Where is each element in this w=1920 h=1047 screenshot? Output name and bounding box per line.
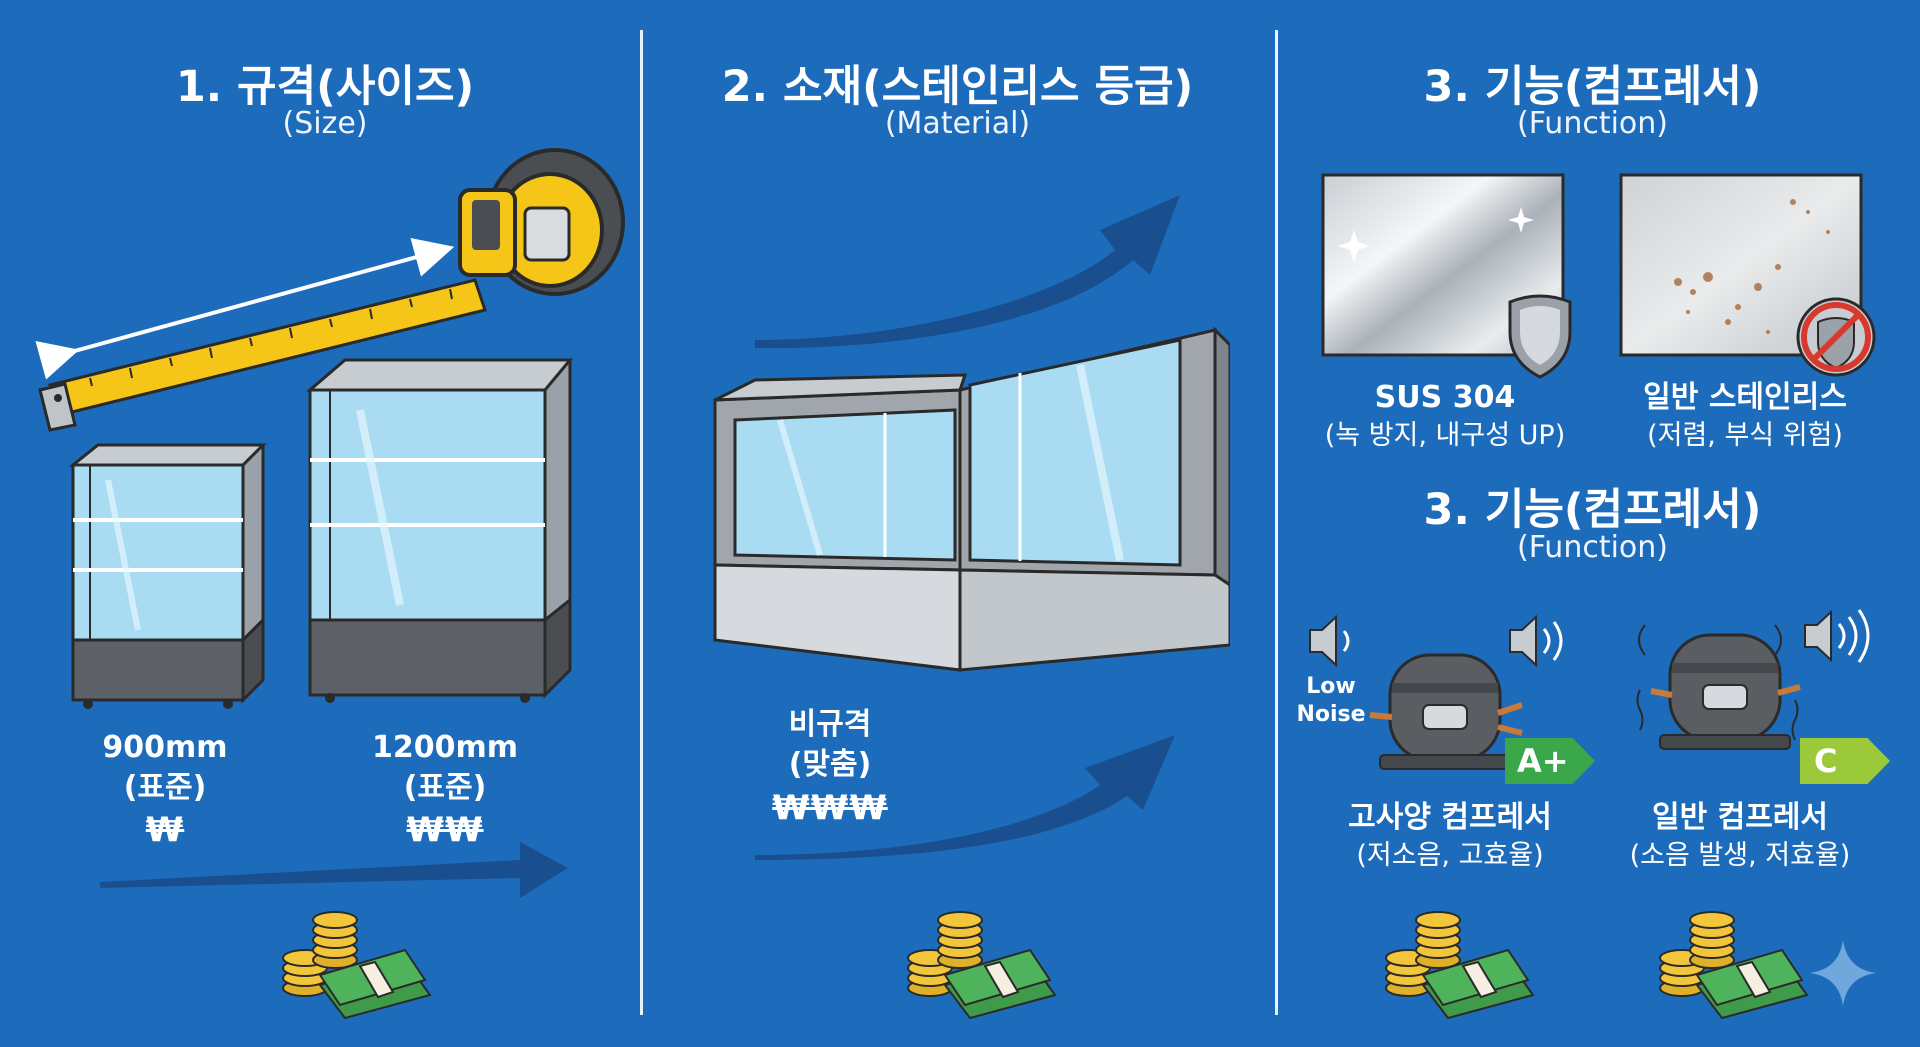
price-1200: ₩₩ xyxy=(406,810,484,850)
grade-name-general: 일반 스테인리스 xyxy=(1643,380,1847,415)
money-icon xyxy=(1385,911,1535,1020)
section-subtitle-function: (Function) xyxy=(1516,106,1668,141)
growth-arrow-bottom xyxy=(755,735,1175,860)
compressor-high-spec xyxy=(1309,614,1563,770)
custom-label: 비규격 xyxy=(788,707,872,742)
low-noise-label: Low Noise xyxy=(1296,673,1366,728)
grade-note-general: (저렴, 부식 위험) xyxy=(1647,420,1843,451)
price-custom: ₩₩₩ xyxy=(772,788,888,828)
low-noise-line1: Low xyxy=(1306,674,1356,699)
display-case-1200 xyxy=(305,358,574,703)
size-label-1200: 1200mm xyxy=(371,730,518,765)
money-icon xyxy=(282,911,432,1020)
tape-measure-illustration xyxy=(35,148,625,432)
grade-note-sus304: (녹 방지, 내구성 UP) xyxy=(1324,420,1566,451)
energy-grade-badge-c: C xyxy=(1800,738,1890,784)
price-900: ₩ xyxy=(145,810,185,850)
low-noise-line2: Noise xyxy=(1296,701,1366,727)
section-subtitle-size: (Size) xyxy=(282,106,368,141)
sparkle-icon xyxy=(1810,940,1876,1006)
size-note-1200: (표준) xyxy=(403,770,487,805)
cost-arrow-size xyxy=(100,842,568,898)
section-title-size: 1. 규격(사이즈) xyxy=(175,62,475,112)
growth-arrow-top xyxy=(755,195,1180,349)
grade-name-sus304: SUS 304 xyxy=(1374,380,1516,415)
energy-grade-a-plus: A+ xyxy=(1517,742,1569,780)
money-icon xyxy=(907,911,1057,1020)
general-stainless-panel xyxy=(1619,173,1876,377)
energy-grade-badge-a-plus: A+ xyxy=(1505,738,1595,784)
custom-note: (맞춤) xyxy=(788,747,872,782)
display-case-900 xyxy=(68,443,267,709)
custom-display-case xyxy=(713,326,1230,672)
energy-grade-c: C xyxy=(1814,742,1838,780)
function-title: 3. 기능(컴프레서) xyxy=(1423,485,1762,535)
compressor-name-high: 고사양 컴프레서 xyxy=(1348,800,1552,835)
column-divider-1 xyxy=(640,30,643,1015)
sus304-panel xyxy=(1321,173,1572,379)
section-title-function: 3. 기능(컴프레서) xyxy=(1423,62,1762,112)
money-icon xyxy=(1659,911,1809,1020)
size-label-900: 900mm xyxy=(102,730,228,765)
size-note-900: (표준) xyxy=(123,770,207,805)
section-title-material: 2. 소재(스테인리스 등급) xyxy=(721,62,1194,112)
column-divider-2 xyxy=(1275,30,1278,1015)
section-subtitle-material: (Material) xyxy=(884,106,1031,141)
compressor-note-general: (소음 발생, 저효율) xyxy=(1629,840,1851,871)
compressor-note-high: (저소음, 고효율) xyxy=(1356,840,1544,871)
compressor-name-general: 일반 컴프레서 xyxy=(1651,800,1829,835)
function-subtitle: (Function) xyxy=(1516,530,1668,565)
compressor-general xyxy=(1636,609,1870,750)
